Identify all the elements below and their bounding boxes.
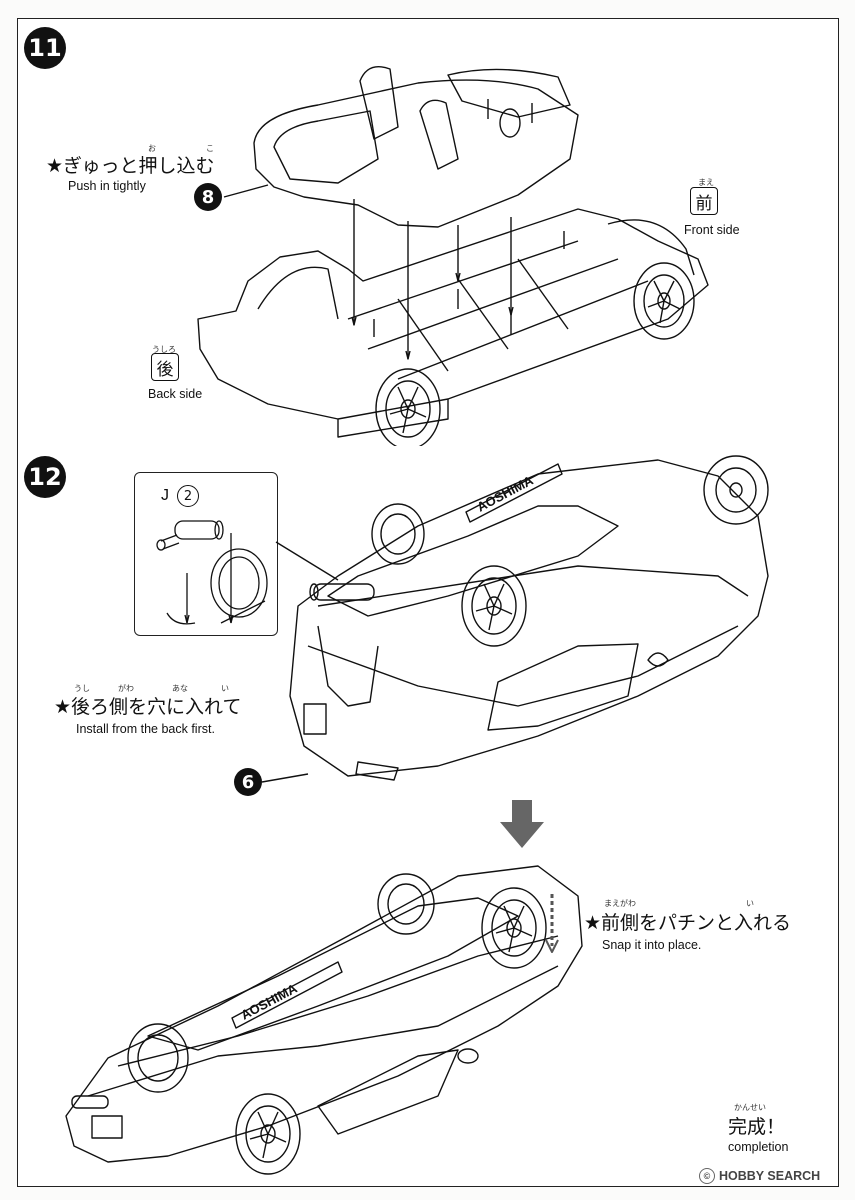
step-12-badge: 12: [24, 456, 66, 498]
hobby-search-watermark: © HOBBY SEARCH: [699, 1168, 820, 1184]
step-11-panel: 11 お こ ★ぎゅっと押し込む Push in tightly 8 まえ 前 …: [17, 18, 839, 450]
front-ruby: まえ: [698, 178, 714, 187]
step-11-badge: 11: [24, 27, 66, 69]
ruby-i2: い: [746, 899, 754, 908]
down-arrow-icon: [500, 800, 544, 848]
brand-plate-top: AOSHIMA: [474, 472, 536, 514]
ruby-i: い: [221, 684, 229, 693]
ruby-o: お: [148, 144, 156, 153]
back-ruby: うしろ: [152, 345, 176, 354]
ruby-ko: こ: [206, 144, 214, 153]
inset-part-number: 2: [177, 485, 199, 507]
step-12-panel: 12 J 2 うし がわ あな い: [17, 446, 839, 1187]
back-first-en-label: Install from the back first.: [76, 722, 215, 736]
step-11-car-drawing: [197, 66, 709, 450]
front-kanji-box: 前: [690, 187, 718, 215]
inset-part-letter: J: [161, 487, 169, 504]
back-kanji-box: 後: [151, 353, 179, 381]
part-8-badge: 8: [194, 183, 222, 211]
complete-jp-label: 完成！: [728, 1116, 786, 1138]
watermark-text: HOBBY SEARCH: [719, 1169, 821, 1183]
ruby-maegawa: まえがわ: [604, 899, 636, 908]
complete-en-label: completion: [728, 1140, 789, 1154]
push-in-en-label: Push in tightly: [68, 179, 146, 193]
back-side-label: Back side: [148, 387, 203, 401]
snap-jp-label: ★前側をパチンと入れる: [584, 912, 792, 934]
back-first-jp-label: ★後ろ側を穴に入れて: [54, 696, 242, 718]
push-in-jp-label: ★ぎゅっと押し込む: [46, 155, 215, 177]
exhaust-detail-drawing: [156, 520, 268, 625]
copyright-icon: ©: [699, 1168, 715, 1184]
ruby-ana: あな: [172, 684, 188, 693]
ruby-gawa: がわ: [118, 684, 134, 693]
front-side-label: Front side: [684, 223, 740, 237]
ruby-ushi: うし: [74, 684, 90, 693]
part-6-badge: 6: [234, 768, 262, 796]
exhaust-detail-inset: J 2: [134, 472, 278, 636]
step-12-upper-car-drawing: AOSHIMA: [261, 455, 769, 783]
step-12-completed-car-drawing: AOSHIMA: [65, 865, 583, 1175]
complete-ruby: かんせい: [734, 1103, 766, 1112]
snap-en-label: Snap it into place.: [602, 938, 702, 952]
